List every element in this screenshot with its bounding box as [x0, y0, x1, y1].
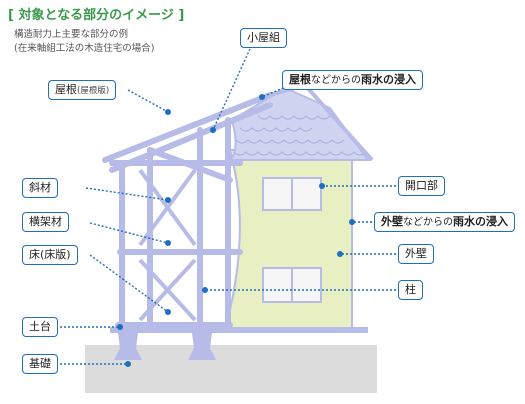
label-roof-note: (屋根版): [77, 86, 110, 96]
page-title: [ 対象となる部分のイメージ ]: [8, 8, 185, 23]
label-roof-rain: 屋根などからの雨水の浸入: [282, 70, 423, 90]
label-column: 柱: [398, 280, 423, 300]
label-wall-rain: 外壁などからの雨水の浸入: [374, 212, 515, 232]
footing-middle: [188, 333, 216, 360]
roof-tiles: [227, 86, 370, 161]
label-roof-main: 屋根: [55, 83, 77, 96]
label-horizontal-member: 横架材: [22, 212, 69, 232]
braces: [138, 168, 197, 322]
label-roof-rain-connector: などからの: [311, 75, 361, 86]
label-wall-rain-connector: などからの: [403, 217, 453, 228]
label-roof-rain-part: 屋根: [289, 73, 311, 86]
label-exterior-wall: 外壁: [398, 244, 434, 264]
label-sill: 土台: [22, 317, 58, 337]
label-foundation: 基礎: [22, 354, 58, 374]
label-opening: 開口部: [398, 176, 445, 196]
label-wall-rain-issue: 雨水の浸入: [453, 215, 508, 228]
label-floor: 床(床版): [22, 245, 78, 265]
roof-tile-pattern: [233, 115, 367, 156]
subtitle-secondary: (在来軸組工法の木造住宅の場合): [14, 43, 155, 54]
label-roof-truss: 小屋組: [240, 28, 287, 48]
leader-dots: [117, 94, 355, 367]
label-roof-rain-issue: 雨水の浸入: [361, 73, 416, 86]
footing-left: [114, 333, 142, 360]
roof-frame: [102, 92, 273, 333]
label-wall-rain-part: 外壁: [381, 215, 403, 228]
label-roof: 屋根(屋根版): [48, 80, 117, 100]
label-diagonal-member: 斜材: [22, 178, 58, 198]
leader-lines: [60, 37, 400, 365]
subtitle-primary: 構造耐力上主要な部分の例: [14, 29, 129, 40]
